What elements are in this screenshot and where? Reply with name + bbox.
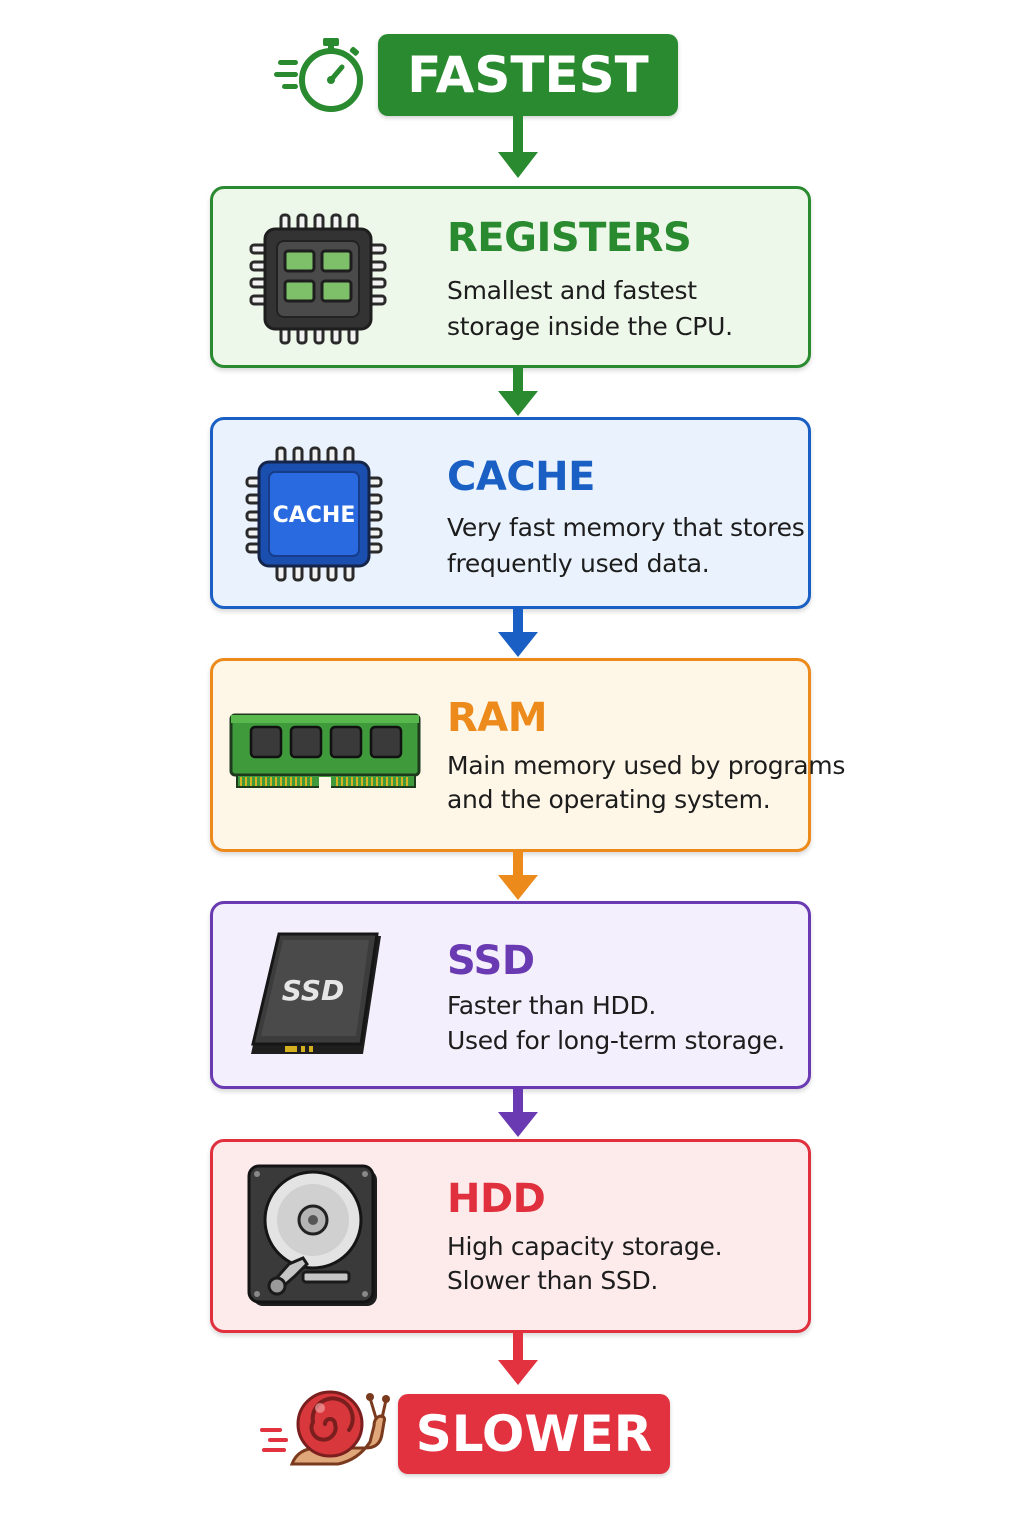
fastest-badge: FASTEST [378, 34, 678, 116]
description-line: Used for long-term storage. [447, 1026, 785, 1055]
cache-chip-icon: CACHE [245, 446, 383, 582]
description-line: Very fast memory that stores [447, 513, 805, 542]
description-line: High capacity storage. [447, 1232, 723, 1261]
arrow-connector [498, 368, 538, 416]
arrow-connector [498, 115, 538, 178]
snail-icon [260, 1390, 390, 1466]
description-line: and the operating system. [447, 785, 771, 814]
description-line: Smallest and fastest [447, 276, 697, 305]
level-title: REGISTERS [447, 215, 692, 261]
description-line: Slower than SSD. [447, 1266, 659, 1295]
ssd-drive-label: SSD [282, 974, 345, 1007]
level-card-cache: CACHE CACHE Very fast memory that stores… [210, 417, 811, 609]
stopwatch-icon [274, 38, 363, 112]
level-title: CACHE [447, 454, 595, 500]
level-title: HDD [447, 1176, 546, 1222]
cache-chip-label: CACHE [273, 503, 356, 528]
arrow-connector [498, 1333, 538, 1385]
level-description: High capacity storage. Slower than SSD. [447, 1230, 723, 1298]
level-card-ssd: SSD SSD Faster than HDD. Used for long-t… [210, 901, 811, 1089]
slower-badge: SLOWER [398, 1394, 670, 1474]
description-line: frequently used data. [447, 549, 710, 578]
arrow-connector [498, 609, 538, 657]
description-line: Faster than HDD. [447, 991, 657, 1020]
ssd-drive-icon: SSD [251, 932, 381, 1054]
description-line: Main memory used by programs [447, 751, 846, 780]
arrow-connector [498, 852, 538, 900]
level-description: Very fast memory that stores frequently … [447, 510, 805, 582]
level-description: Main memory used by programs and the ope… [447, 749, 845, 817]
hard-disk-icon [247, 1164, 377, 1306]
level-description: Faster than HDD. Used for long-term stor… [447, 988, 785, 1058]
level-card-registers: REGISTERS Smallest and fastest storage i… [210, 186, 811, 368]
ram-module-icon [229, 713, 421, 791]
arrow-connector [498, 1089, 538, 1137]
level-card-ram: RAM Main memory used by programs and the… [210, 658, 845, 852]
level-title: SSD [447, 938, 535, 984]
description-line: storage inside the CPU. [447, 312, 733, 341]
cpu-chip-icon [249, 213, 387, 345]
level-description: Smallest and fastest storage inside the … [447, 273, 733, 345]
level-card-hdd: HDD High capacity storage. Slower than S… [210, 1139, 811, 1333]
level-title: RAM [447, 695, 548, 741]
